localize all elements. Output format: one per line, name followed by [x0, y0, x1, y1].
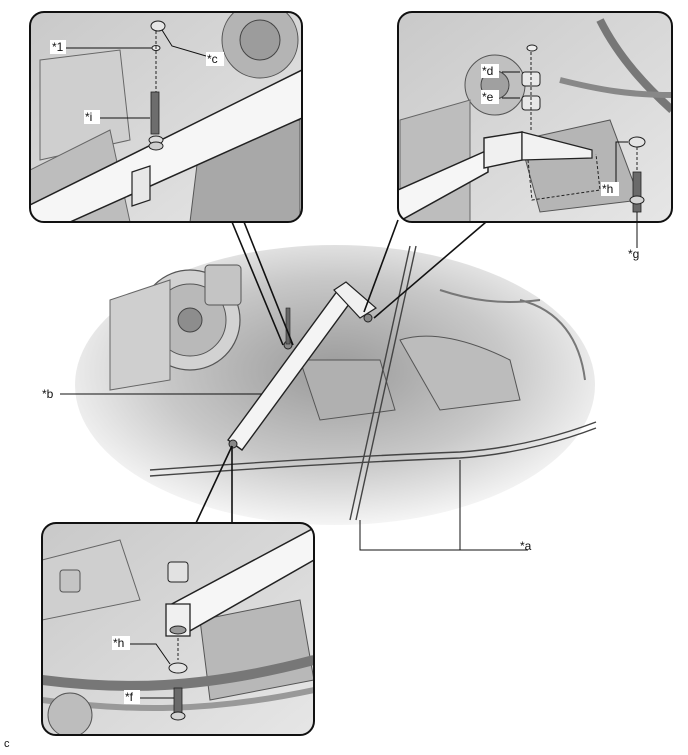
frame-side: [109, 279, 171, 391]
callout-a: *a: [520, 539, 532, 553]
vertical-rod-edge: [355, 245, 417, 521]
detail-panel-bottom-left: [41, 522, 315, 736]
callout-1: *1: [52, 40, 64, 54]
callout-labels: *1 *c *i *d *e *h *g *b *a *h *f: [42, 40, 639, 704]
callout-f: *f: [125, 690, 134, 704]
brace-detail: [30, 68, 302, 222]
bolt-overview: [285, 307, 291, 345]
panel-frame: [29, 11, 303, 223]
engine-bay-overview: [75, 245, 597, 525]
callout-h-bottom: *h: [113, 636, 124, 650]
washer-h: [168, 662, 188, 674]
washer-h: [628, 136, 646, 148]
stabilizer-rod-edge: [149, 427, 597, 477]
stabilizer-rod: [149, 421, 597, 471]
bolt-g: [632, 171, 642, 213]
zoom-connectors: [195, 219, 487, 524]
callout-d: *d: [482, 64, 493, 78]
oil-pan: [299, 359, 396, 421]
callout-h-top: *h: [602, 182, 613, 196]
detail-panel-top-left: [29, 11, 303, 223]
callout-e: *e: [482, 90, 494, 104]
callout-b: *b: [42, 387, 54, 401]
nut-c: [150, 20, 166, 32]
transmission-housing: [399, 335, 521, 411]
exhaust-pipe: [519, 299, 586, 381]
bushing: [167, 561, 189, 583]
callout-i: *i: [85, 110, 92, 124]
detail-panel-top-right: [397, 11, 673, 223]
panel-frame: [41, 522, 315, 736]
panel-frame: [397, 11, 673, 223]
figure-code: c: [4, 738, 10, 750]
callout-g: *g: [628, 247, 639, 261]
brace-detail: [398, 148, 489, 222]
vertical-rod: [349, 245, 411, 521]
bolt-i: [150, 91, 160, 135]
engine-component: [204, 264, 242, 306]
hose: [439, 289, 541, 303]
callout-c: *c: [207, 52, 218, 66]
